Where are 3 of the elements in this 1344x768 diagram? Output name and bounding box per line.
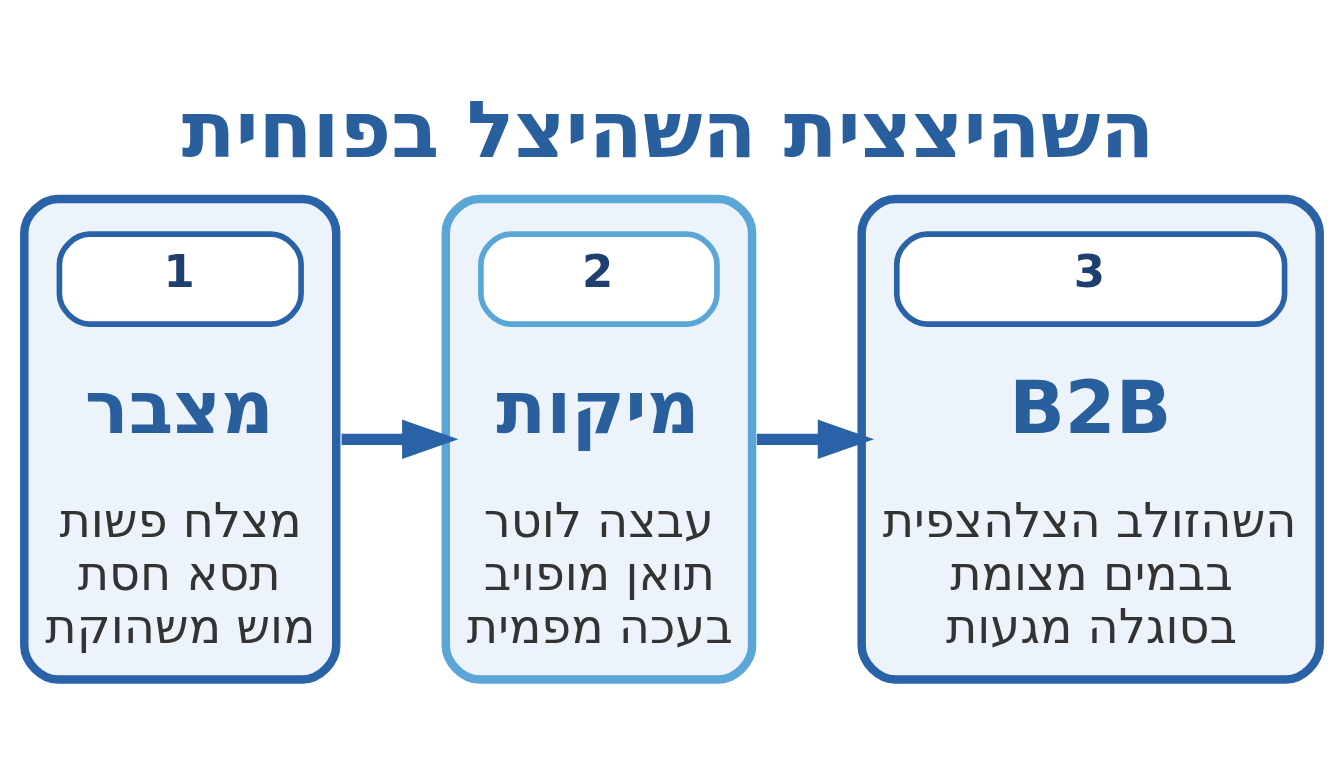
arrow	[341, 419, 459, 459]
diagram-title: השהיצצית השהיצל בפוחית	[181, 83, 1155, 176]
arrow	[756, 419, 875, 459]
